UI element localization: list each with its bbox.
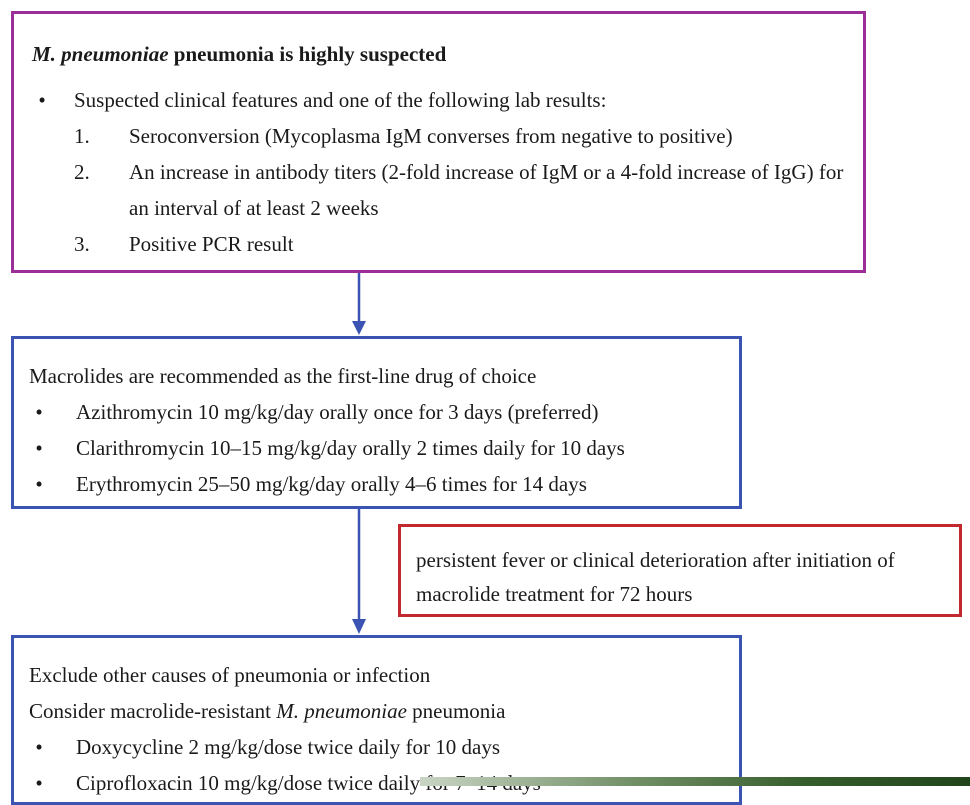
drug-bullet: • Erythromycin 25–50 mg/kg/day orally 4–… [29, 466, 739, 502]
first-line-heading: Macrolides are recommended as the first-… [29, 364, 537, 388]
consider-resistant-line: Consider macrolide-resistant M. pneumoni… [29, 693, 739, 729]
exclude-causes-line: Exclude other causes of pneumonia or inf… [29, 663, 431, 687]
lab-result-item: 3. Positive PCR result [74, 226, 863, 262]
lab-result-item: 2. An increase in antibody titers (2-fol… [74, 154, 863, 226]
lab-results-list: 1. Seroconversion (Mycoplasma IgM conver… [74, 118, 863, 262]
bullet-dot-icon: • [35, 400, 43, 424]
suspected-title: M. pneumoniae pneumonia is highly suspec… [32, 40, 863, 68]
bullet-dot-icon: • [38, 88, 46, 112]
bullet-dot-icon: • [35, 771, 43, 795]
bullet-dot-icon: • [35, 436, 43, 460]
arrow-2-head [352, 619, 366, 634]
suspected-pneumonia-box: M. pneumoniae pneumonia is highly suspec… [11, 11, 866, 273]
suspected-title-rest: pneumonia is highly suspected [168, 42, 447, 66]
criteria-bullet: • Suspected clinical features and one of… [32, 82, 863, 118]
consider-prefix: Consider macrolide-resistant [29, 699, 277, 723]
arrow-down-2 [352, 509, 366, 634]
alt-drug-text: Doxycycline 2 mg/kg/dose twice daily for… [76, 735, 500, 759]
drug-text: Clarithromycin 10–15 mg/kg/day orally 2 … [76, 436, 625, 460]
lab-result-text: Positive PCR result [129, 232, 294, 256]
consider-organism: M. pneumoniae [276, 699, 407, 723]
bottom-edge-bar [420, 777, 970, 786]
consider-suffix: pneumonia [406, 699, 506, 723]
lab-result-number: 2. [74, 160, 90, 184]
bullet-dot-icon: • [35, 735, 43, 759]
first-line-treatment-box: Macrolides are recommended as the first-… [11, 336, 742, 509]
drug-text: Azithromycin 10 mg/kg/day orally once fo… [76, 400, 599, 424]
condition-text: persistent fever or clinical deteriorati… [416, 548, 895, 606]
treatment-failure-condition-box: persistent fever or clinical deteriorati… [398, 524, 962, 617]
suspected-title-organism: M. pneumoniae [32, 42, 169, 66]
arrow-1-head [352, 321, 366, 335]
lab-result-text: Seroconversion (Mycoplasma IgM converses… [129, 124, 733, 148]
alt-drug-bullet: • Doxycycline 2 mg/kg/dose twice daily f… [29, 729, 739, 765]
arrow-down-1 [352, 273, 366, 335]
bullet-dot-icon: • [35, 472, 43, 496]
drug-bullet: • Azithromycin 10 mg/kg/day orally once … [29, 394, 739, 430]
lab-result-item: 1. Seroconversion (Mycoplasma IgM conver… [74, 118, 863, 154]
drug-bullet: • Clarithromycin 10–15 mg/kg/day orally … [29, 430, 739, 466]
drug-text: Erythromycin 25–50 mg/kg/day orally 4–6 … [76, 472, 587, 496]
criteria-text: Suspected clinical features and one of t… [74, 88, 607, 112]
lab-result-number: 3. [74, 232, 90, 256]
lab-result-number: 1. [74, 124, 90, 148]
lab-result-text: An increase in antibody titers (2-fold i… [129, 160, 844, 220]
